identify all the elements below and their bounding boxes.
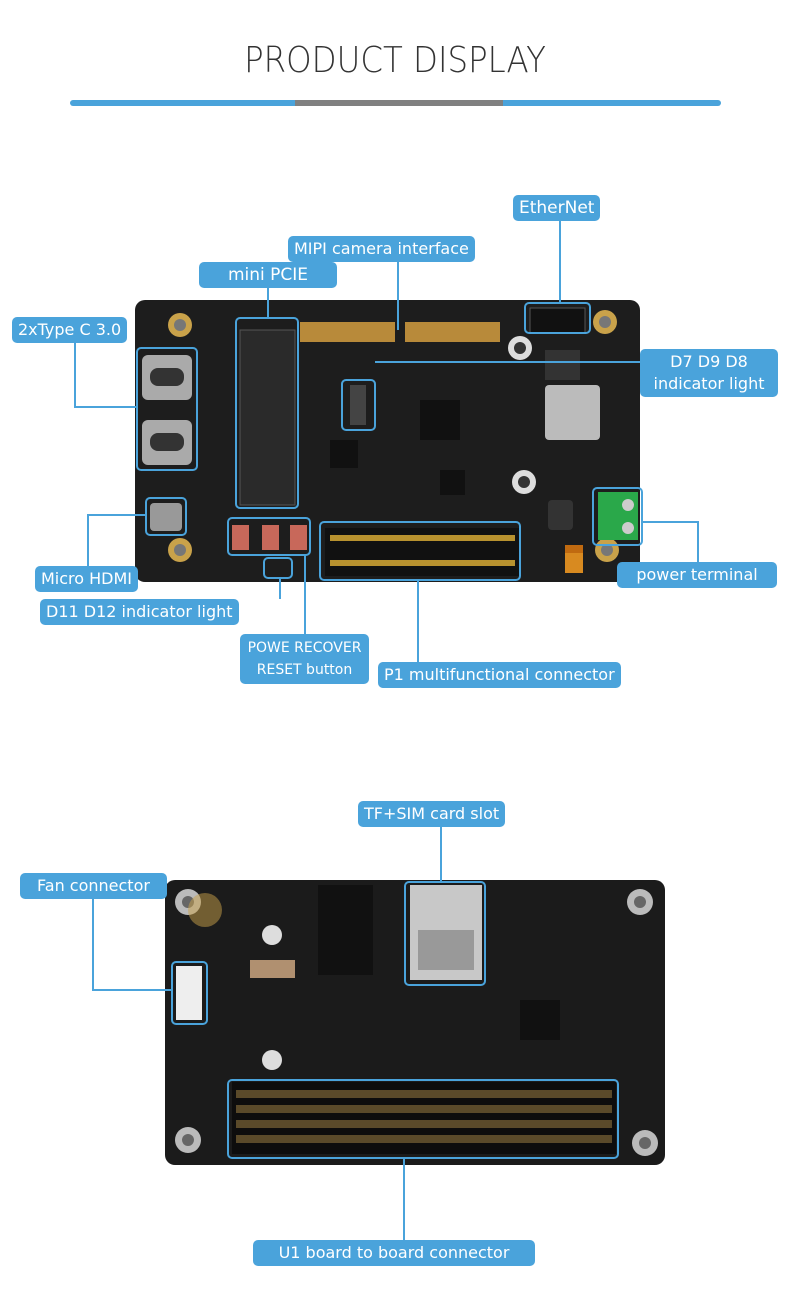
label-ethernet: EtherNet bbox=[513, 195, 601, 221]
label-mipi-camera-interface: MIPI camera interface bbox=[288, 236, 475, 262]
label-tf-sim-slot: TF+SIM card slot bbox=[358, 801, 506, 827]
label-reset-button: POWE RECOVER RESET button bbox=[240, 634, 369, 684]
label-power-terminal: power terminal bbox=[617, 562, 777, 588]
divider-left bbox=[70, 100, 295, 106]
label-type-c: 2xType C 3.0 bbox=[12, 317, 128, 343]
page-title: PRODUCT DISPLAY bbox=[244, 40, 546, 81]
label-d11-d12: D11 D12 indicator light bbox=[40, 599, 239, 625]
label-d7-line2: indicator light bbox=[653, 374, 765, 393]
callout-lines bbox=[74, 220, 699, 1240]
divider-right bbox=[503, 100, 721, 106]
label-micro-hdmi: Micro HDMI bbox=[35, 566, 139, 592]
label-p1-connector: P1 multifunctional connector bbox=[378, 662, 621, 688]
label-reset-line2: RESET button bbox=[256, 662, 353, 678]
label-d7-d9-d8: D7 D9 D8 indicator light bbox=[640, 349, 778, 397]
label-fan-connector: Fan connector bbox=[20, 873, 167, 899]
label-reset-line1: POWE RECOVER bbox=[247, 640, 362, 656]
bottom-board-image bbox=[165, 880, 665, 1165]
top-board-image bbox=[135, 300, 640, 582]
divider-mid bbox=[295, 100, 503, 106]
label-mini-pcie: mini PCIE bbox=[199, 262, 337, 288]
label-d7-line1: D7 D9 D8 bbox=[670, 352, 748, 371]
label-u1-connector: U1 board to board connector bbox=[253, 1240, 535, 1266]
